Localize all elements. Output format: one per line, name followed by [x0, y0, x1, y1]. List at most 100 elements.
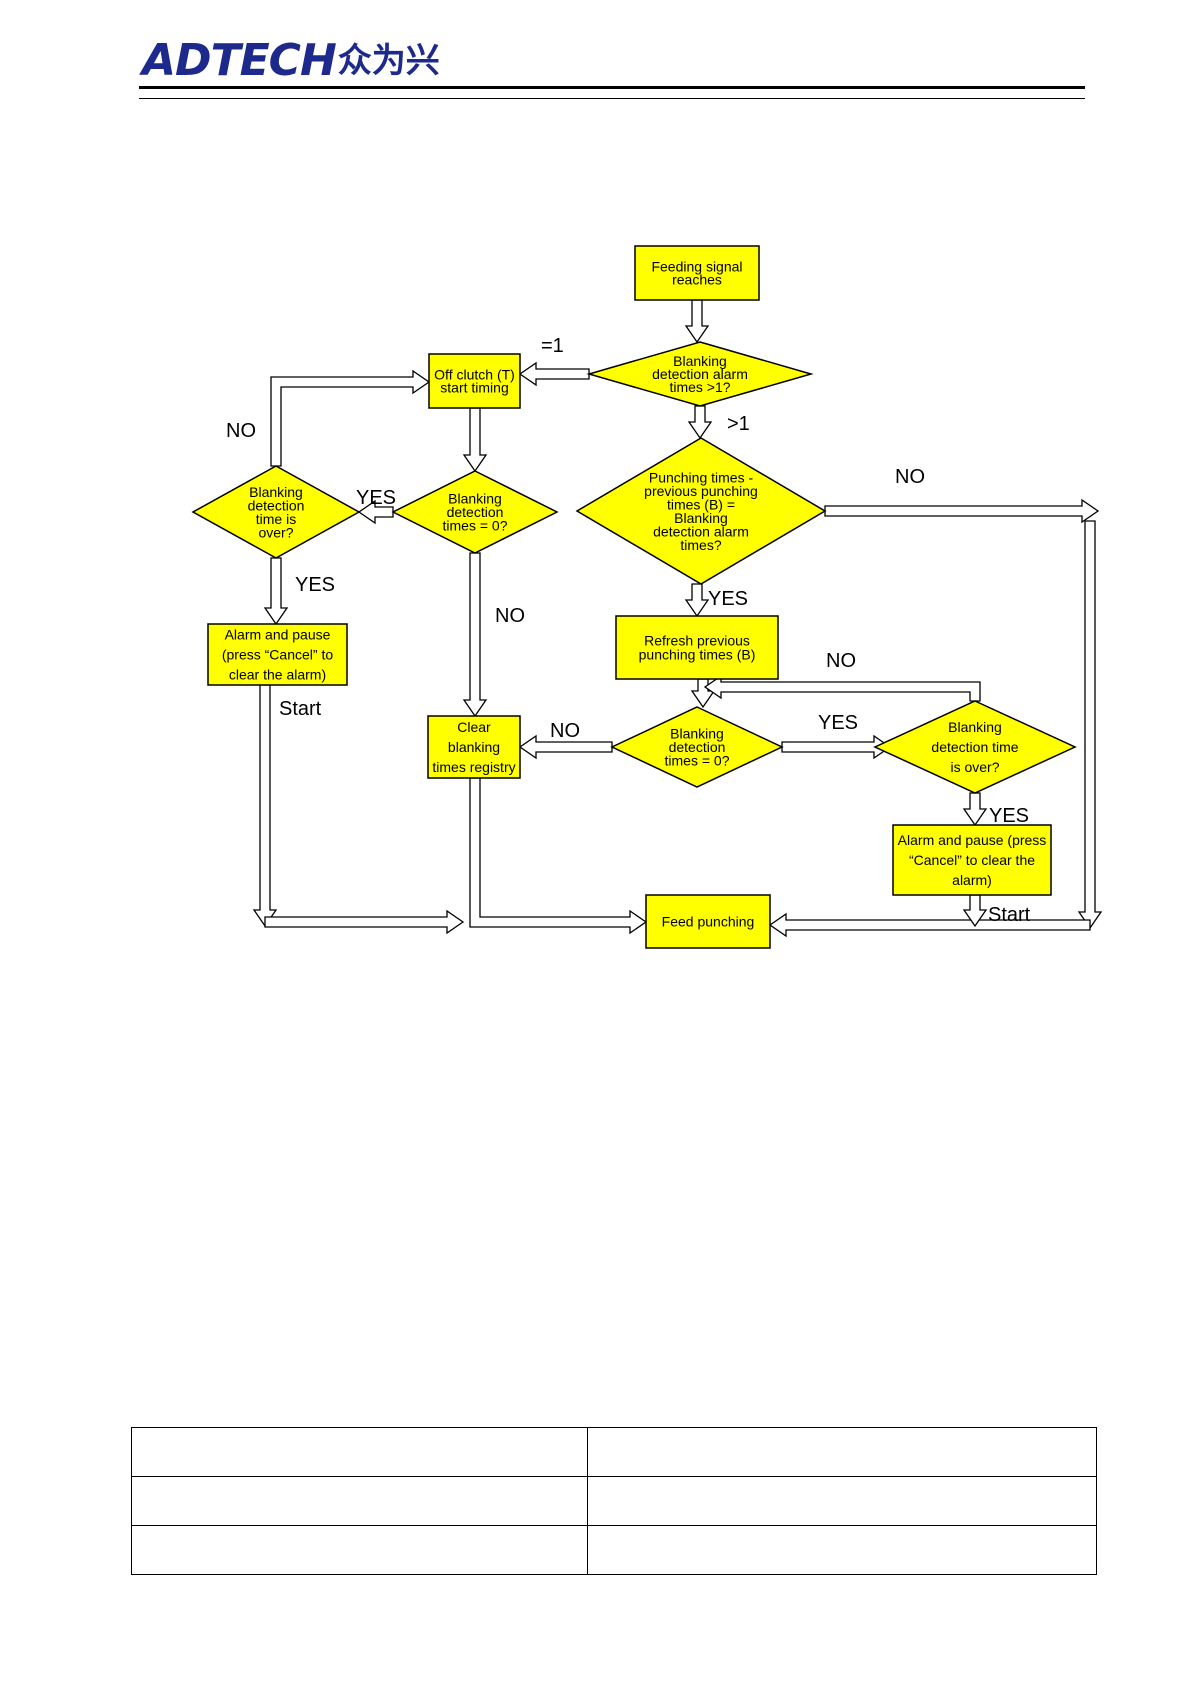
node-punching-compare-diamond [575, 437, 827, 585]
arrow-timeoverright-no-loop [703, 674, 981, 702]
table-cell [131, 1476, 588, 1526]
node-alarm-pause-right-line: Alarm and pause (press [898, 832, 1047, 848]
header-rule-thick [139, 86, 1085, 89]
node-punching-compare-line: Punching times - [649, 469, 754, 485]
node-clear-registry-line: times registry [432, 759, 515, 775]
arrow-bottom-left [264, 909, 465, 935]
arrow-compare-no-right [824, 498, 1100, 524]
node-alarm-pause-right-line: “Cancel” to clear the [909, 852, 1035, 868]
edge-label-eq1: =1 [541, 335, 564, 357]
edge-label-yes-right-down: YES [989, 805, 1029, 827]
node-blanking-time-over-right-diamond [873, 700, 1077, 794]
arrow-feed-to-alarmtimes [684, 299, 710, 344]
node-blanking-times-zero-right-line: detection [669, 739, 726, 755]
table-cell [587, 1476, 1097, 1526]
node-feeding-signal-box [634, 245, 760, 301]
node-feeding-signal-line: Feeding signal [651, 259, 742, 275]
node-blanking-time-over-right-line: is over? [950, 759, 999, 775]
node-blanking-times-zero-left-line: times = 0? [443, 518, 508, 534]
arrow-offclutch-down [462, 407, 488, 473]
node-clear-registry-box [427, 715, 521, 779]
edge-label-yes-left-mid: YES [356, 487, 396, 509]
node-alarm-times-gt1-line: detection alarm [652, 366, 748, 382]
node-blanking-time-over-right-line: detection time [931, 739, 1018, 755]
edge-label-no-right-top: NO [895, 466, 925, 488]
table-row [131, 1427, 1097, 1477]
node-blanking-times-zero-right-line: Blanking [670, 726, 724, 742]
node-blanking-times-zero-right-line: times = 0? [665, 753, 730, 769]
table-cell [587, 1427, 1097, 1477]
node-refresh-previous-line: Refresh previous [644, 633, 750, 649]
node-blanking-time-over-right-line: Blanking [948, 719, 1002, 735]
edge-label-gt1: >1 [727, 413, 750, 435]
node-blanking-time-over-left-diamond [191, 465, 361, 559]
edge-label-yes-right-mid: YES [818, 712, 858, 734]
node-off-clutch-box [428, 353, 521, 409]
node-clear-registry-line: Clear [457, 719, 491, 735]
node-punching-compare-line: detection alarm [653, 523, 749, 539]
node-blanking-time-over-right: Blanking detection time is over? [873, 700, 1077, 794]
table-cell [587, 1525, 1097, 1575]
arrow-timeoverright-yes [962, 792, 988, 827]
node-feed-punching: Feed punching [645, 894, 771, 949]
node-blanking-time-over-left-line: over? [258, 524, 293, 540]
node-off-clutch: Off clutch (T)start timing [428, 353, 521, 409]
arrow-zeroleft-no [462, 552, 488, 718]
arrow-alarmright-start [962, 894, 988, 928]
node-blanking-times-zero-left-diamond [391, 470, 559, 554]
node-blanking-time-over-left-line: Blanking [249, 484, 303, 500]
arrow-alarmleft-start [252, 684, 278, 928]
edge-label-yes-left-down: YES [295, 574, 335, 596]
node-alarm-pause-right-box [892, 824, 1052, 896]
node-alarm-pause-right: Alarm and pause (press “Cancel” to clear … [892, 824, 1052, 896]
edge-label-start-left: Start [279, 698, 322, 720]
node-off-clutch-line: Off clutch (T) [434, 367, 515, 383]
adtech-logo: ADTECH 众为兴 [142, 38, 440, 84]
edge-label-no-left-top: NO [226, 420, 256, 442]
edge-label-no-clear: NO [550, 720, 580, 742]
page-header: ADTECH 众为兴 [0, 0, 1190, 110]
node-blanking-times-zero-left-line: Blanking [448, 491, 502, 507]
arrow-clear-down [469, 777, 648, 935]
node-blanking-time-over-left-line: detection [248, 497, 305, 513]
node-alarm-pause-left-line: clear the alarm) [229, 667, 326, 683]
node-feeding-signal-line: reaches [672, 272, 722, 288]
table-row [131, 1476, 1097, 1526]
table-cell [131, 1427, 588, 1477]
arrow-refresh-down [690, 678, 716, 709]
node-off-clutch-line: start timing [440, 380, 508, 396]
node-punching-compare-line: previous punching [644, 483, 758, 499]
node-punching-compare-line: Blanking [674, 510, 728, 526]
node-feed-punching-box [645, 894, 771, 949]
node-refresh-previous-box [615, 615, 779, 680]
arrow-right-column [1077, 520, 1103, 930]
arrow-timeoverleft-no-loop [270, 369, 431, 467]
node-refresh-previous-line: punching times (B) [639, 647, 756, 663]
arrow-compare-yes [684, 583, 710, 618]
node-alarm-pause-left: Alarm and pause (press “Cancel” to clear t… [207, 623, 348, 686]
edge-label-no-loop: NO [826, 650, 856, 672]
node-blanking-time-over-left-line: time is [256, 511, 296, 527]
node-alarm-pause-left-box [207, 623, 348, 686]
node-alarm-pause-left-line: Alarm and pause [225, 627, 331, 643]
bottom-table [131, 1427, 1097, 1575]
node-alarm-times-gt1-diamond [586, 341, 814, 407]
node-alarm-pause-right-line: alarm) [952, 872, 992, 888]
arrow-alarmtimes-gt1 [687, 405, 713, 440]
table-row [131, 1525, 1097, 1575]
node-punching-compare-line: times (B) = [667, 496, 735, 512]
node-blanking-times-zero-left-line: detection [447, 504, 504, 520]
arrow-right-to-feed [768, 912, 1091, 938]
logo-latin-text: ADTECH [142, 35, 337, 86]
table-cell [131, 1525, 588, 1575]
arrow-timeoverleft-yes [263, 557, 289, 626]
node-alarm-pause-left-line: (press “Cancel” to [222, 647, 333, 663]
